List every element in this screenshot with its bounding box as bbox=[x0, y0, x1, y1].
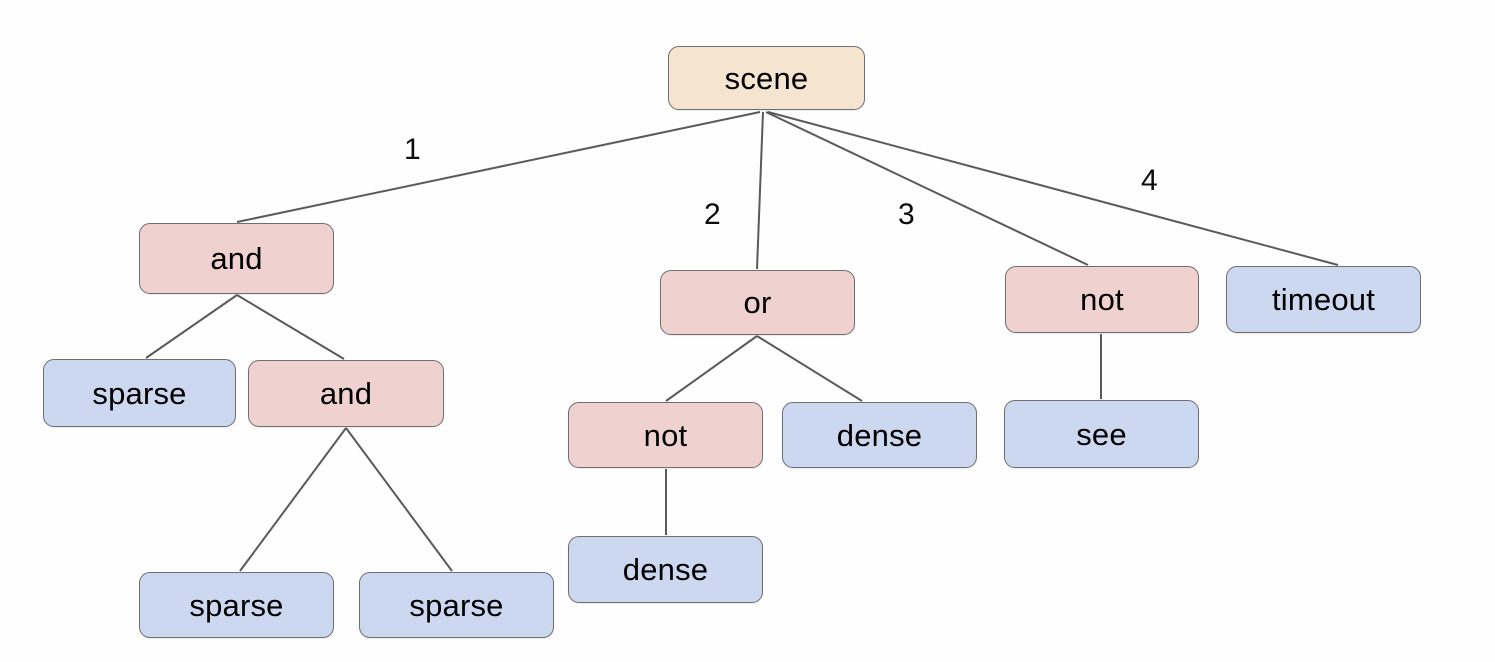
tree-node-label: sparse bbox=[409, 587, 504, 623]
tree-node-sparse3[interactable]: sparse bbox=[359, 572, 554, 638]
tree-node-label: timeout bbox=[1271, 282, 1376, 317]
edge-scene-to-and1 bbox=[236, 111, 761, 223]
edge-order-label-1: 1 bbox=[404, 133, 421, 166]
tree-node-label: not bbox=[1080, 282, 1124, 317]
edge-and2-to-sparse2 bbox=[239, 427, 347, 572]
tree-node-label: sparse bbox=[189, 587, 284, 623]
tree-node-label: and bbox=[319, 376, 373, 411]
tree-node-not3[interactable]: not bbox=[1005, 266, 1199, 333]
tree-node-and2[interactable]: and bbox=[248, 360, 444, 427]
tree-node-label: scene bbox=[724, 60, 809, 96]
edge-or1-to-dense1 bbox=[756, 335, 863, 402]
tree-node-see[interactable]: see bbox=[1004, 400, 1199, 468]
edge-and2-to-sparse3 bbox=[345, 427, 453, 572]
tree-node-and1[interactable]: and bbox=[139, 223, 334, 294]
edge-and1-to-and2 bbox=[236, 294, 345, 360]
tree-node-label: and bbox=[210, 241, 263, 276]
tree-node-label: dense bbox=[622, 552, 709, 587]
tree-node-label: see bbox=[1076, 416, 1127, 452]
edge-scene-to-or1 bbox=[756, 111, 764, 270]
tree-node-timeout[interactable]: timeout bbox=[1226, 266, 1421, 333]
edge-scene-to-timeout bbox=[767, 111, 1339, 266]
edge-and1-to-sparse1 bbox=[145, 294, 238, 359]
tree-node-dense1[interactable]: dense bbox=[782, 402, 977, 468]
tree-node-label: sparse bbox=[92, 375, 187, 411]
edge-scene-to-not3 bbox=[765, 111, 1089, 266]
tree-node-label: dense bbox=[836, 417, 923, 453]
tree-node-dense2[interactable]: dense bbox=[568, 536, 763, 603]
tree-node-sparse2[interactable]: sparse bbox=[139, 572, 334, 638]
tree-node-label: not bbox=[643, 417, 688, 453]
edge-order-label-2: 2 bbox=[704, 198, 721, 231]
edge-order-label-3: 3 bbox=[898, 198, 915, 231]
tree-node-label: or bbox=[743, 285, 772, 320]
tree-node-sparse1[interactable]: sparse bbox=[43, 359, 236, 427]
tree-node-scene[interactable]: scene bbox=[668, 46, 865, 110]
tree-node-not2[interactable]: not bbox=[568, 402, 763, 468]
edge-order-label-4: 4 bbox=[1141, 164, 1158, 197]
tree-node-or1[interactable]: or bbox=[660, 270, 855, 335]
edge-or1-to-not2 bbox=[665, 335, 758, 402]
